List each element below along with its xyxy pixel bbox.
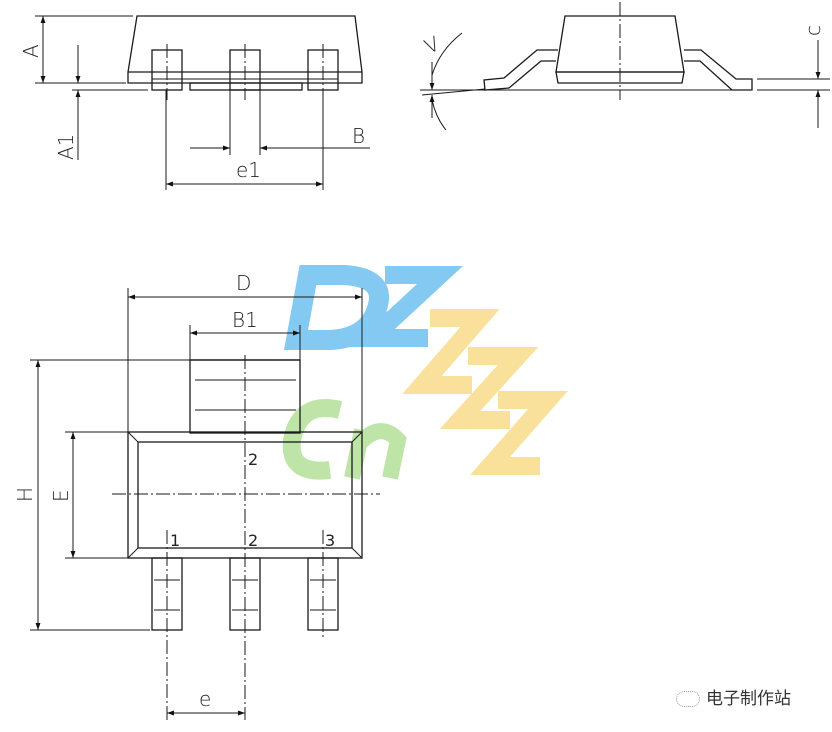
dim-a1-label: A1 — [54, 134, 78, 160]
left-lead — [483, 49, 558, 91]
watermark-logo — [282, 265, 568, 480]
top-view: 1 2 3 2 D B1 H E e — [13, 271, 380, 720]
dim-e-pitch-label: e — [199, 687, 211, 711]
dim-angle-label: V — [421, 31, 444, 59]
watermark-letter-d — [283, 265, 389, 350]
brand-name: 电子制作站 — [706, 689, 791, 709]
dim-c-label: c — [801, 25, 825, 36]
dim-e1-label: e1 — [236, 158, 261, 182]
footer-brand: 电子制作站 — [676, 684, 791, 709]
right-lead — [684, 49, 753, 91]
watermark-letter-z4 — [470, 391, 568, 475]
watermark-letter-n — [344, 423, 407, 480]
dim-b1-label: B1 — [232, 308, 258, 332]
wechat-icon — [676, 691, 700, 707]
pin-2-label: 2 — [248, 531, 258, 550]
dim-e-label: E — [49, 489, 73, 502]
pin-1-label: 1 — [170, 531, 180, 550]
side-view: A A1 B e1 — [19, 15, 370, 190]
watermark-letter-z3 — [439, 347, 539, 429]
watermark-letter-z2 — [402, 309, 500, 394]
dim-a-label: A — [19, 44, 43, 58]
watermark-letter-z1 — [349, 266, 463, 347]
tab-foot — [189, 82, 303, 91]
dim-h-label: H — [13, 487, 37, 502]
watermark-letter-c — [282, 399, 343, 480]
end-view: V c — [420, 2, 830, 131]
dim-d-label: D — [236, 271, 251, 295]
dim-b-label: B — [352, 124, 365, 148]
pin-3-label: 3 — [325, 531, 335, 550]
tab-pin-label: 2 — [248, 450, 258, 469]
